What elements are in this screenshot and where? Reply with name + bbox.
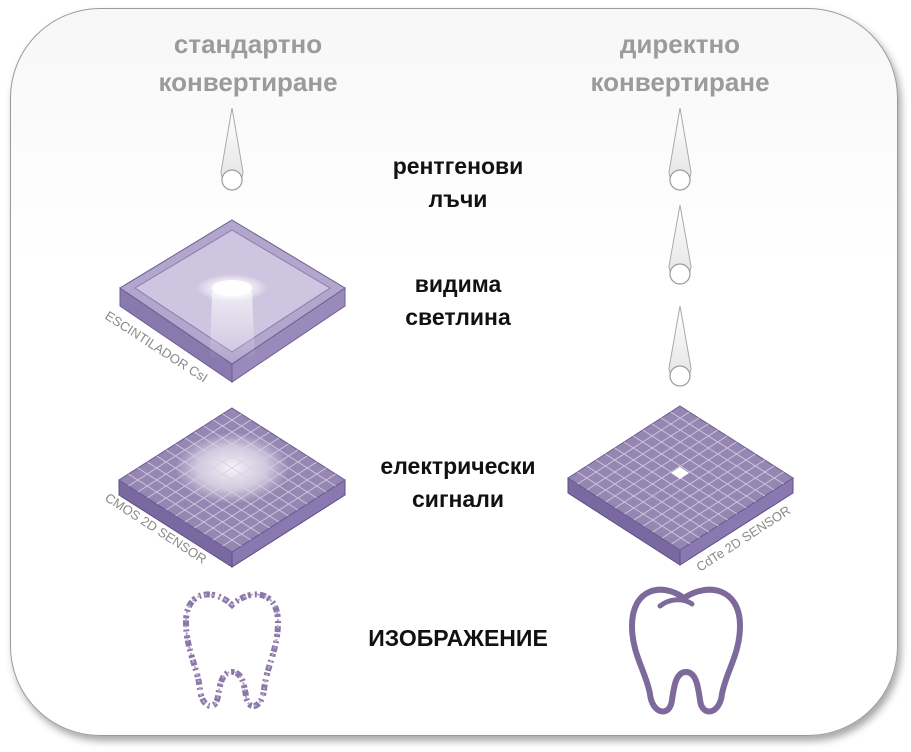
cmos-sensor	[118, 407, 346, 568]
label-electric-signals: електрически сигнали	[338, 450, 578, 516]
title-standard-line2: конвертиране	[158, 67, 338, 97]
label-electric-line2: сигнали	[412, 486, 504, 512]
xray-drop-right-3	[668, 305, 692, 387]
label-visible-line2: светлина	[405, 304, 511, 330]
label-electric-line1: електрически	[380, 453, 536, 479]
cdte-sensor	[567, 405, 794, 566]
smooth-tooth-icon	[629, 586, 743, 715]
diagram-frame	[10, 8, 898, 736]
title-direct-line1: директно	[619, 29, 741, 59]
title-standard-line1: стандартно	[173, 29, 323, 59]
title-direct-line2: конвертиране	[590, 67, 770, 97]
pixelated-tooth-icon	[182, 591, 282, 709]
scintillator-plate	[119, 219, 346, 383]
label-visible-light: видима светлина	[338, 268, 578, 334]
label-image: ИЗОБРАЖЕНИЕ	[338, 622, 578, 655]
xray-drop-right-2	[668, 204, 692, 285]
label-visible-line1: видима	[414, 271, 502, 297]
xray-drop-right-1	[668, 107, 692, 191]
title-direct-conversion: директно конвертиране	[530, 25, 830, 101]
title-standard-conversion: стандартно конвертиране	[98, 25, 398, 101]
xray-drop-left	[220, 107, 244, 191]
label-xray-line2: лъчи	[428, 186, 488, 212]
label-xray-line1: рентгенови	[392, 153, 524, 179]
label-xray: рентгенови лъчи	[338, 150, 578, 216]
label-image-text: ИЗОБРАЖЕНИЕ	[368, 625, 548, 651]
